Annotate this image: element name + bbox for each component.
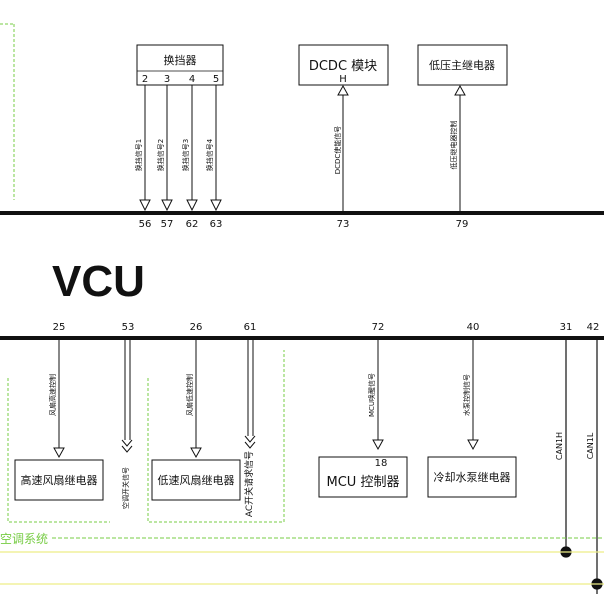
switch-wires (139, 85, 222, 212)
hs-fan-signal: 风扇高速控制 (48, 374, 57, 416)
pump-signal: 水泵控制信号 (462, 374, 471, 416)
top-pin-79: 79 (456, 219, 469, 230)
ac-pressure-label: AC开关请求信号 (243, 451, 255, 517)
switch-signal-4: 换挡信号4 (205, 138, 214, 171)
mcu-wire (372, 338, 384, 451)
ac-pressure-wire (244, 338, 256, 449)
pump-relay-title: 冷却水泵继电器 (434, 471, 511, 484)
left-green-boundary (0, 23, 15, 200)
ac-request-wire (121, 338, 133, 453)
dcdc-pin: H (339, 74, 347, 85)
switch-pin-2: 2 (142, 74, 148, 85)
ls-fan-relay-title: 低速风扇继电器 (158, 473, 235, 487)
hs-fan-relay-module: 高速风扇继电器 (14, 459, 104, 501)
bottom-pin-72: 72 (372, 322, 385, 333)
bottom-pin-26: 26 (190, 322, 203, 333)
top-pin-63: 63 (210, 219, 223, 230)
vcu-title: VCU (52, 257, 145, 306)
switch-pin-5: 5 (213, 74, 219, 85)
switch-pin-4: 4 (189, 74, 195, 85)
switch-box-module: 换挡器 2 3 4 5 (136, 44, 224, 86)
top-pin-57: 57 (161, 219, 174, 230)
hs-fan-relay-title: 高速风扇继电器 (21, 473, 98, 487)
lv-relay-signal: 低压继电器控制 (449, 121, 458, 170)
top-pin-62: 62 (186, 219, 199, 230)
bottom-pin-53: 53 (122, 322, 135, 333)
switch-pin-3: 3 (164, 74, 170, 85)
pump-wire (467, 338, 479, 451)
top-pin-56: 56 (139, 219, 152, 230)
green-group-ls-fan (147, 350, 285, 523)
lv-relay-title: 低压主继电器 (429, 59, 495, 72)
dcdc-signal: DCDC使能信号 (333, 126, 342, 175)
bottom-pin-42: 42 (587, 322, 600, 333)
mcu-signal: MCU唤醒信号 (367, 373, 376, 417)
switch-signal-3: 换挡信号3 (181, 139, 190, 171)
top-pin-73: 73 (337, 219, 350, 230)
bottom-pin-40: 40 (467, 322, 480, 333)
lv-relay-module: 低压主继电器 (417, 44, 508, 86)
bottom-pin-61: 61 (244, 322, 257, 333)
hs-fan-wire (53, 338, 65, 459)
dcdc-wire (337, 84, 349, 213)
switch-box-title: 换挡器 (164, 53, 197, 67)
mcu-title: MCU 控制器 (327, 475, 400, 490)
mcu-module: 18 MCU 控制器 (318, 456, 408, 498)
bottom-pin-31: 31 (560, 322, 573, 333)
can-low-label: CAN1L (586, 432, 595, 459)
ls-fan-wire (190, 338, 202, 459)
ls-fan-relay-module: 低速风扇继电器 (151, 459, 241, 501)
lv-relay-wire (454, 84, 466, 213)
can-lines (560, 338, 603, 594)
bottom-pin-25: 25 (53, 322, 66, 333)
switch-signal-1: 换挡信号1 (134, 139, 143, 171)
ac-request-label: 空调开关信号 (121, 467, 130, 509)
ls-fan-signal: 风扇低速控制 (185, 374, 194, 416)
system-label: 空调系统 (0, 532, 48, 546)
dcdc-module: DCDC 模块 H (298, 44, 389, 86)
switch-signal-2: 换挡信号2 (156, 139, 165, 171)
dcdc-title: DCDC 模块 (309, 59, 377, 74)
mcu-pin: 18 (375, 458, 388, 469)
pump-relay-module: 冷却水泵继电器 (427, 456, 517, 498)
can-high-label: CAN1H (555, 432, 564, 460)
green-group-hs-fan (7, 378, 110, 523)
